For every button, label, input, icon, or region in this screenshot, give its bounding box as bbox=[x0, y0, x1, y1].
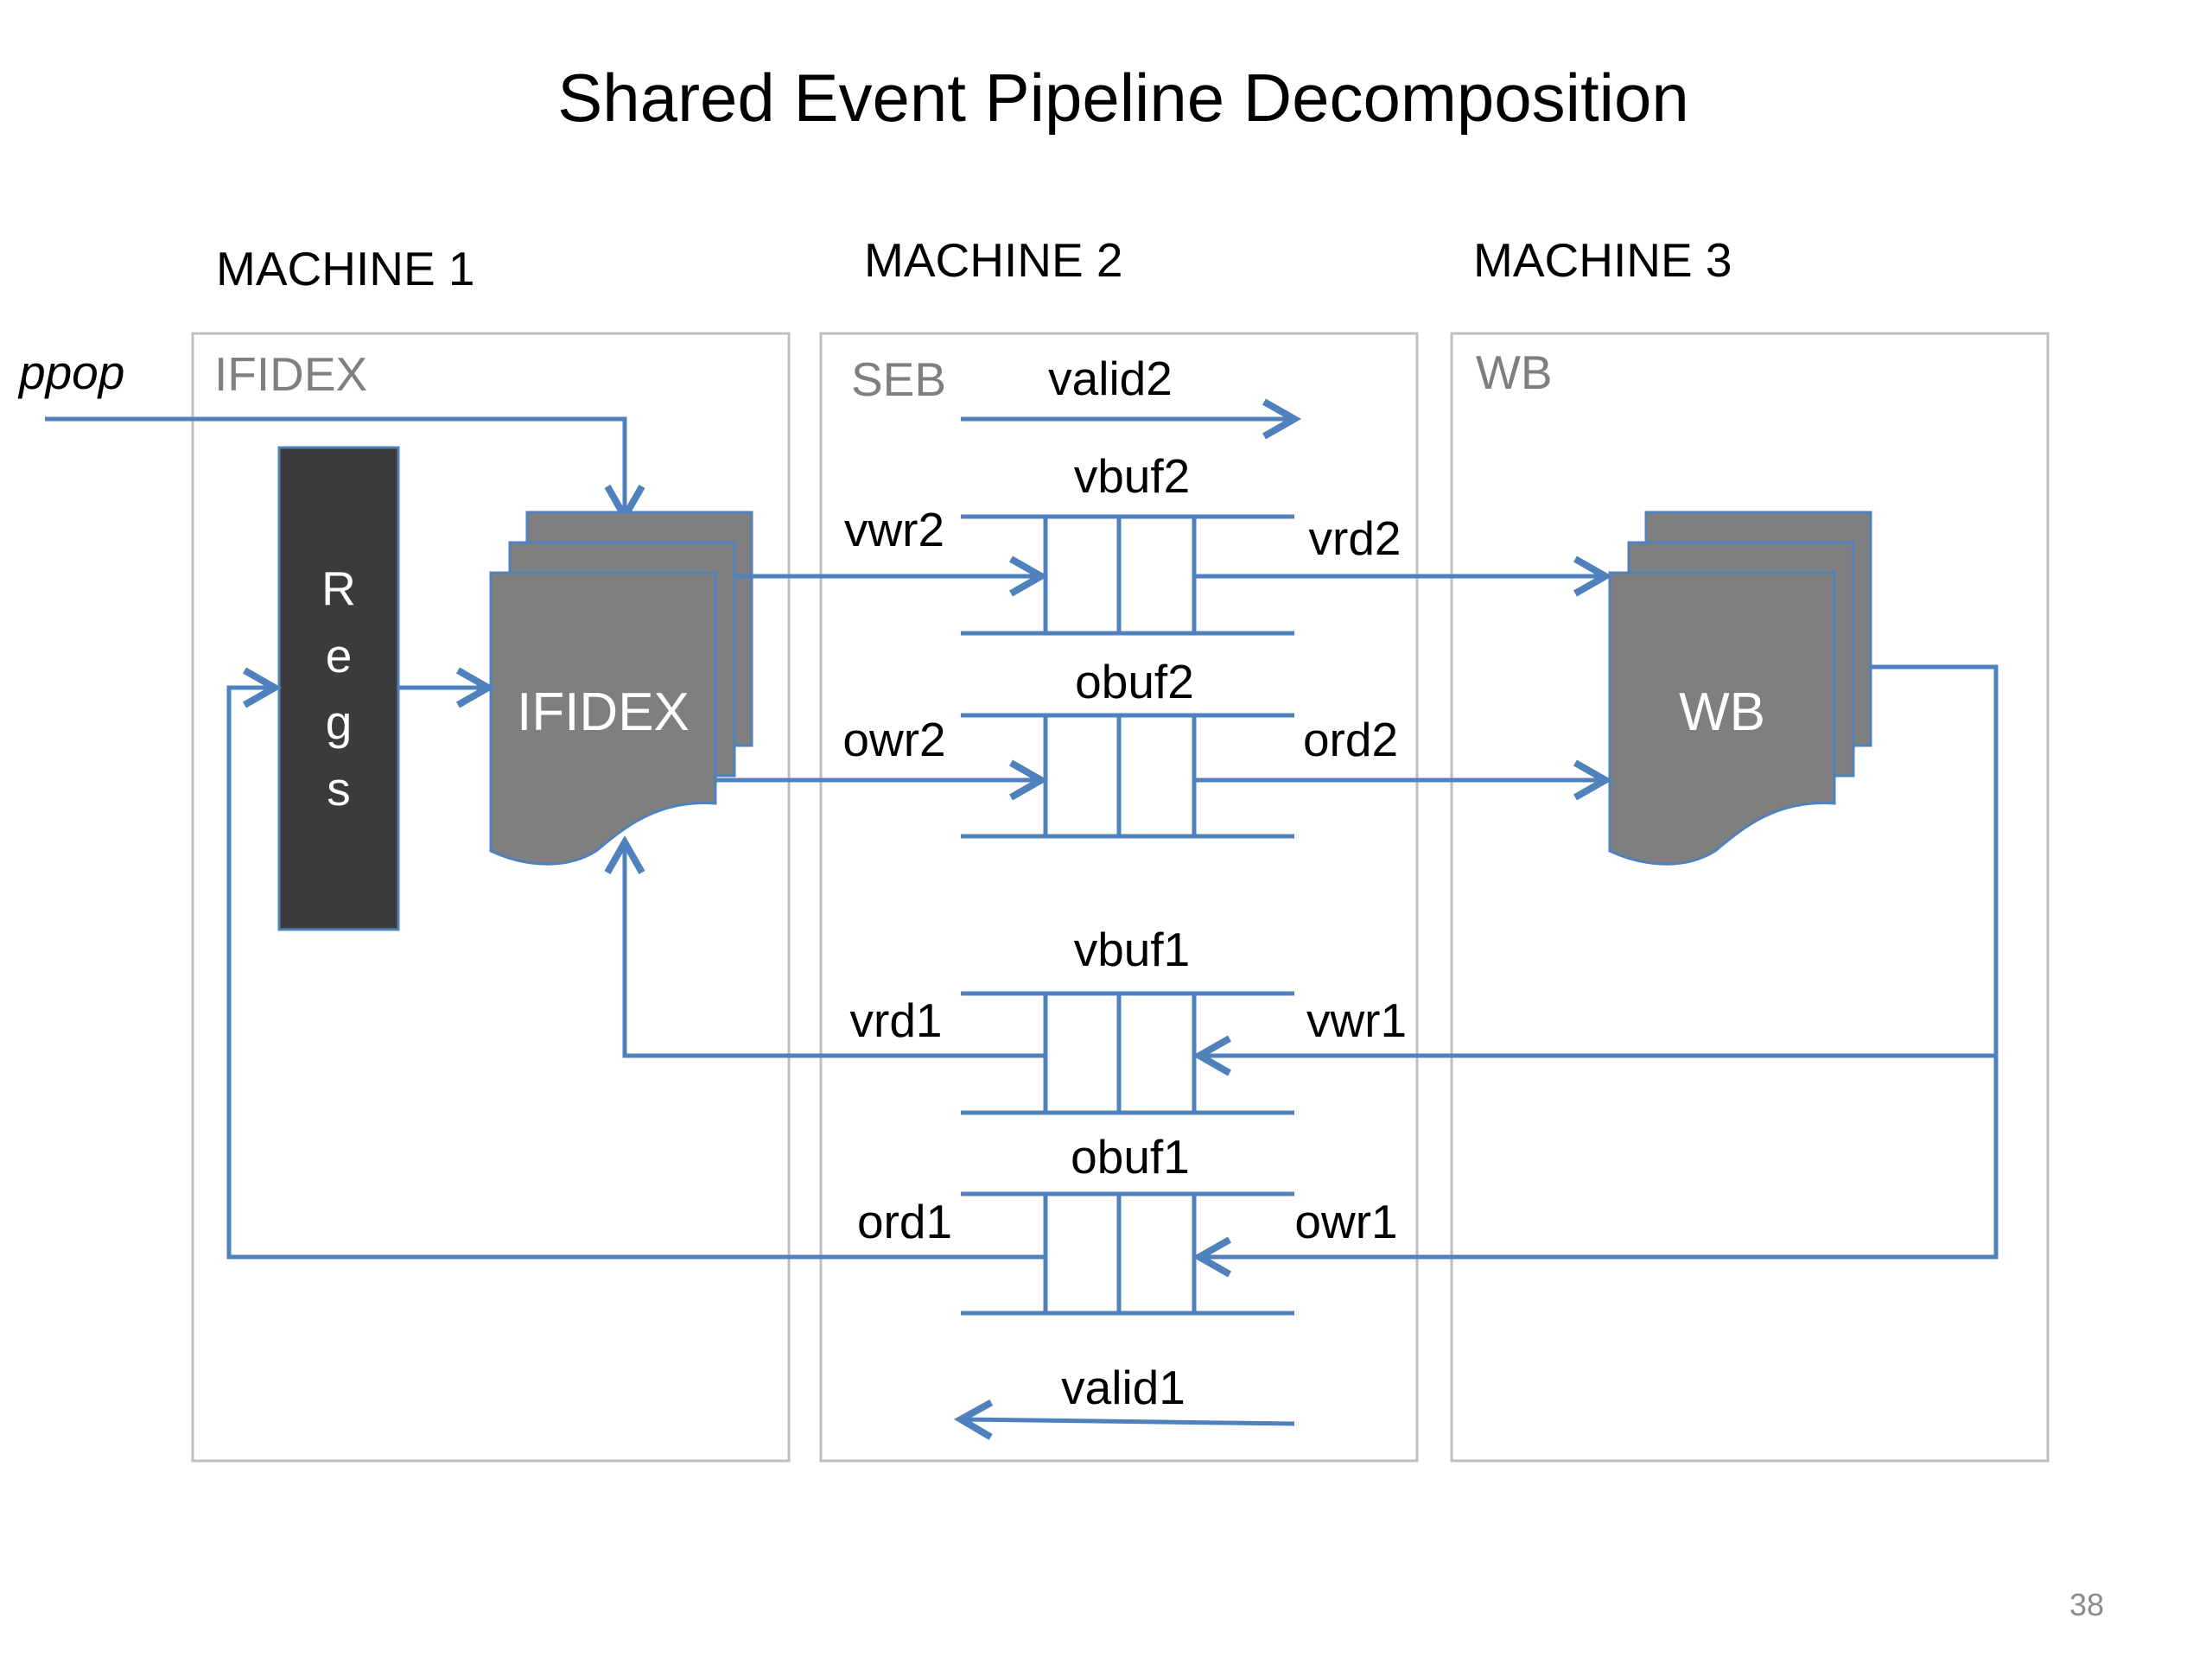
machine-2-box-label: SEB bbox=[851, 352, 946, 406]
machine-1-box-label: IFIDEX bbox=[214, 347, 367, 401]
regs-letter-g: g bbox=[326, 695, 353, 749]
ord1-label: ord1 bbox=[857, 1195, 952, 1248]
regs-letter-e: e bbox=[326, 629, 353, 682]
obuf1-buffer bbox=[961, 1191, 1294, 1316]
obuf2-label: obuf2 bbox=[1075, 655, 1194, 708]
vbuf2-label: vbuf2 bbox=[1074, 449, 1191, 503]
vwr2-label: vwr2 bbox=[844, 503, 944, 556]
machine-1-label: MACHINE 1 bbox=[216, 242, 475, 295]
machine-2-label: MACHINE 2 bbox=[864, 233, 1123, 287]
machine-3-box bbox=[1450, 332, 2050, 1463]
ord1-arrow bbox=[226, 667, 1046, 1260]
vbuf1-label: vbuf1 bbox=[1074, 923, 1191, 976]
vrd1-arrow bbox=[604, 835, 1046, 1058]
machine-2-box bbox=[819, 332, 1419, 1463]
ifidex-stage: IFIDEX bbox=[489, 511, 753, 866]
regs-letter-r: R bbox=[321, 562, 356, 615]
wb-stage: WB bbox=[1608, 511, 1872, 866]
regs-letter-s: s bbox=[327, 762, 351, 816]
vwr1-arrow bbox=[1192, 664, 1999, 1076]
machine-1-box bbox=[191, 332, 791, 1463]
ppop-label: ppop bbox=[17, 346, 124, 399]
vrd2-label: vrd2 bbox=[1309, 511, 1402, 565]
page-number: 38 bbox=[2069, 1587, 2104, 1622]
vbuf2-buffer bbox=[961, 514, 1294, 636]
valid1-label: valid1 bbox=[1061, 1361, 1185, 1414]
page-title: Shared Event Pipeline Decomposition bbox=[557, 60, 1688, 136]
valid2-label: valid2 bbox=[1048, 352, 1173, 405]
machine-3-box-label: WB bbox=[1476, 346, 1553, 399]
vbuf1-buffer bbox=[961, 991, 1294, 1115]
valid1-arrow bbox=[953, 1399, 1295, 1440]
obuf2-buffer bbox=[961, 713, 1294, 839]
wb-label: WB bbox=[1679, 682, 1765, 742]
vwr1-label: vwr1 bbox=[1306, 993, 1407, 1047]
owr1-label: owr1 bbox=[1294, 1195, 1397, 1248]
machine-3-label: MACHINE 3 bbox=[1473, 233, 1732, 287]
vrd1-label: vrd1 bbox=[850, 993, 943, 1047]
ifidex-label: IFIDEX bbox=[517, 682, 690, 742]
owr1-arrow bbox=[1192, 1056, 1999, 1278]
owr2-label: owr2 bbox=[842, 713, 945, 766]
ord2-label: ord2 bbox=[1303, 713, 1398, 766]
ppop-arrow bbox=[45, 416, 645, 524]
obuf1-label: obuf1 bbox=[1071, 1130, 1190, 1184]
regs-block bbox=[277, 446, 400, 931]
